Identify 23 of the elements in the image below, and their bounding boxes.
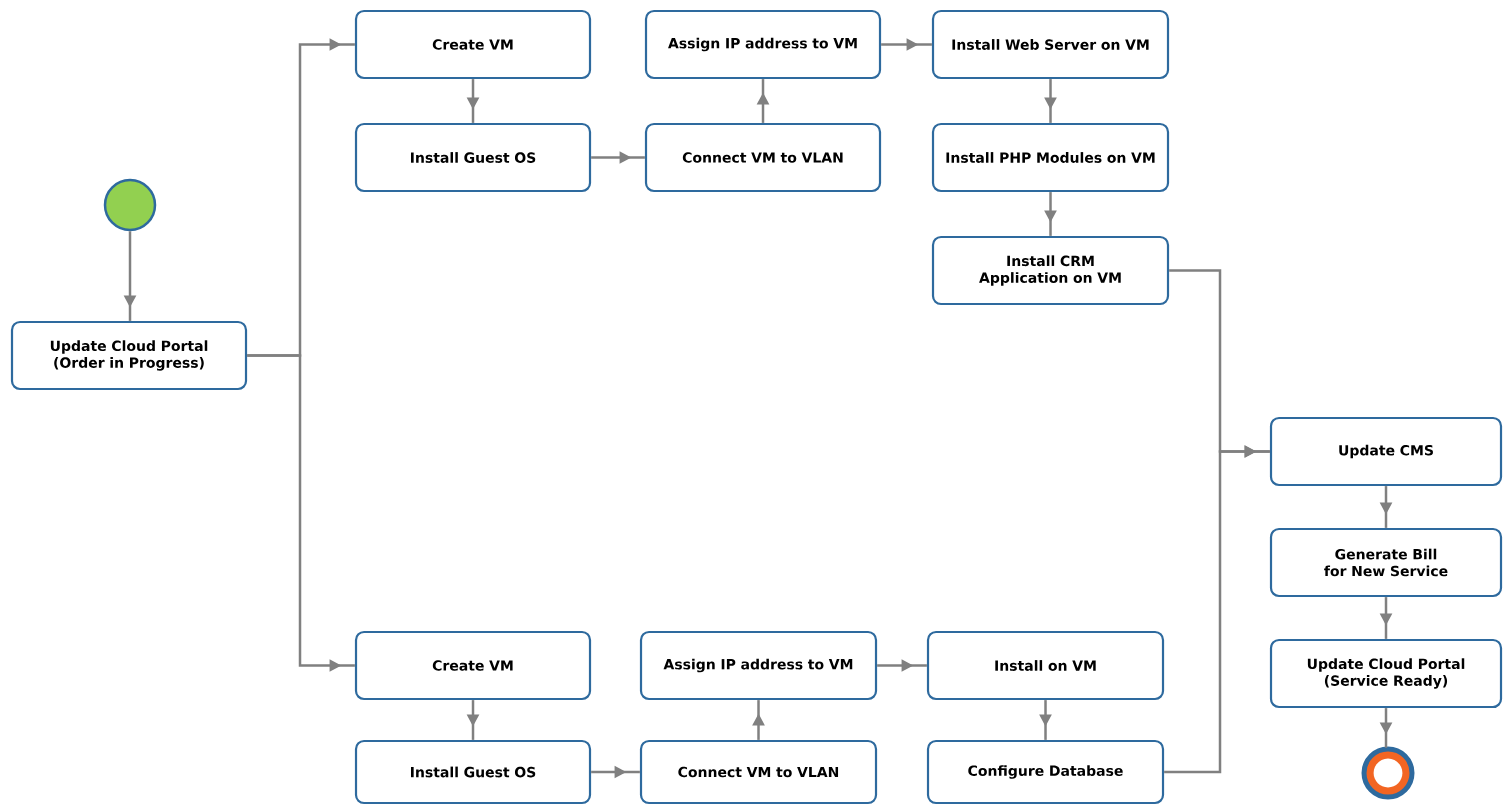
process-box: Install Guest OS [354, 739, 592, 805]
process-box: Install PHP Modules on VM [931, 122, 1170, 193]
process-box: Connect VM to VLAN [644, 122, 882, 193]
process-box: Generate Bill for New Service [1269, 527, 1503, 598]
process-box: Update CMS [1269, 416, 1503, 487]
process-box: Update Cloud Portal (Order in Progress) [10, 320, 248, 391]
process-box: Create VM [354, 9, 592, 80]
arrow [881, 38, 932, 51]
arrow [877, 659, 927, 672]
start-circle [103, 178, 157, 232]
arrow [752, 700, 765, 740]
process-box: Update Cloud Portal (Service Ready) [1269, 638, 1503, 709]
process-box: Assign IP address to VM [639, 630, 878, 701]
process-box: Install Web Server on VM [931, 9, 1170, 80]
process-box: Connect VM to VLAN [639, 739, 878, 805]
process-box: Install on VM [926, 630, 1165, 701]
process-box: Install CRM Application on VM [931, 235, 1170, 306]
process-box: Configure Database [926, 739, 1165, 805]
process-box: Create VM [354, 630, 592, 701]
process-box: Assign IP address to VM [644, 9, 882, 80]
process-box: Install Guest OS [354, 122, 592, 193]
arrow [1164, 445, 1270, 774]
arrow [247, 354, 355, 672]
